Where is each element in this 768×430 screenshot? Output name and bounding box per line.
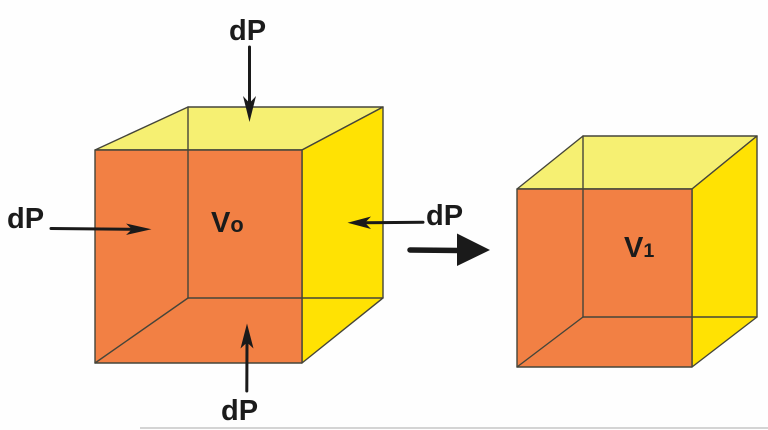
pressure-arrow-left-head xyxy=(126,223,152,235)
pressure-arrow-top xyxy=(243,45,256,122)
final-volume-label: V1 xyxy=(624,234,654,263)
pressure-arrow-left-shaft xyxy=(49,227,133,231)
final-cube-front-face xyxy=(516,188,693,368)
initial-cube-right-face xyxy=(301,106,384,364)
pressure-arrow-right-head xyxy=(347,216,371,229)
initial-volume-base: V xyxy=(211,207,231,239)
pressure-arrow-right-shaft xyxy=(362,220,425,225)
transition-arrow-head xyxy=(457,233,490,266)
pressure-label-left: dP xyxy=(7,203,45,235)
pressure-arrow-left xyxy=(49,223,152,235)
pressure-arrow-bottom xyxy=(240,323,254,393)
initial-volume-label: Vo xyxy=(211,209,244,238)
pressure-label-bottom: dP xyxy=(221,395,259,427)
transition-arrow xyxy=(407,233,490,266)
initial-cube-front-face xyxy=(94,149,303,364)
initial-volume-subscript: o xyxy=(230,212,244,237)
transition-arrow-shaft xyxy=(407,247,462,254)
pressure-arrow-top-head xyxy=(243,96,256,122)
pressure-label-top: dP xyxy=(229,15,267,47)
final-volume-subscript: 1 xyxy=(643,240,655,262)
pressure-arrow-right xyxy=(347,216,425,229)
final-cube xyxy=(516,135,758,368)
initial-cube-bottom-left-edge xyxy=(94,297,189,364)
initial-cube xyxy=(94,106,384,364)
final-cube-bottom-left-edge xyxy=(516,316,584,368)
pressure-arrow-bottom-head xyxy=(240,323,254,349)
bottom-border-line xyxy=(140,427,768,429)
final-volume-base: V xyxy=(624,232,644,264)
pressure-label-right: dP xyxy=(426,200,464,232)
